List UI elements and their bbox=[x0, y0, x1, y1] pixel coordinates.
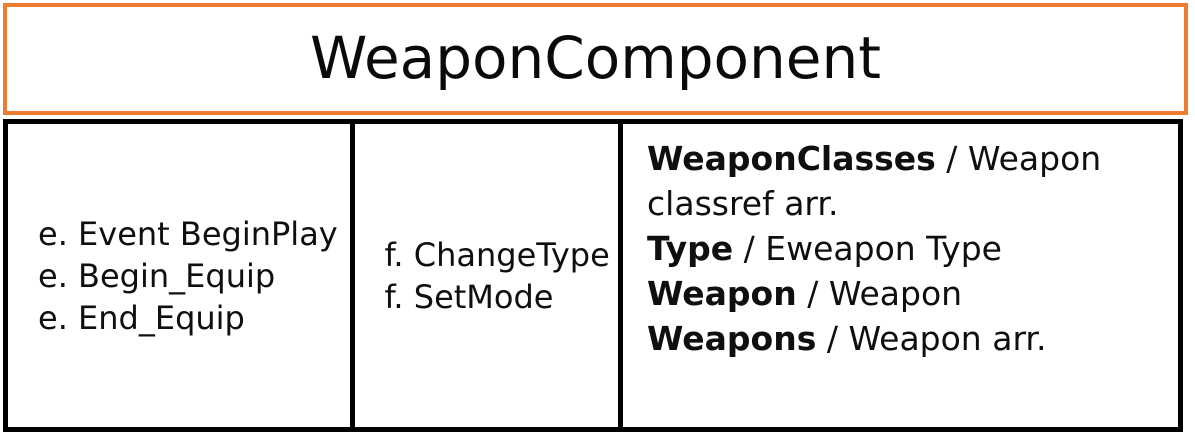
variable-name: Weapon bbox=[647, 274, 797, 313]
variable-type: Eweapon Type bbox=[765, 229, 1002, 268]
events-column: e. Event BeginPlay e. Begin_Equip e. End… bbox=[8, 124, 356, 427]
variable-item: Weapons / Weapon arr. bbox=[647, 316, 1170, 361]
variable-type: Weapon classref arr. bbox=[647, 139, 1102, 223]
functions-column: f. ChangeType f. SetMode bbox=[355, 124, 624, 427]
variable-name: Weapons bbox=[647, 319, 817, 358]
variable-separator: / bbox=[816, 319, 849, 358]
variable-separator: / bbox=[796, 274, 829, 313]
function-item: f. SetMode bbox=[384, 277, 554, 316]
variable-item: Weapon / Weapon bbox=[647, 271, 1170, 316]
event-item: e. Event BeginPlay bbox=[38, 214, 338, 253]
variable-item: WeaponClasses / Weapon classref arr. bbox=[647, 136, 1170, 226]
event-item: e. Begin_Equip bbox=[38, 256, 276, 295]
variable-type: Weapon arr. bbox=[848, 319, 1047, 358]
event-item: e. End_Equip bbox=[38, 298, 245, 337]
function-item: f. ChangeType bbox=[384, 235, 610, 274]
variable-name: WeaponClasses bbox=[647, 139, 936, 178]
class-name-title: WeaponComponent bbox=[310, 24, 881, 92]
variable-separator: / bbox=[935, 139, 968, 178]
variable-type: Weapon bbox=[828, 274, 963, 313]
class-body-table: e. Event BeginPlay e. Begin_Equip e. End… bbox=[3, 119, 1183, 432]
variable-name: Type bbox=[647, 229, 734, 268]
variable-item: Type / Eweapon Type bbox=[647, 226, 1170, 271]
variables-column: WeaponClasses / Weapon classref arr. Typ… bbox=[623, 124, 1178, 427]
class-header-box: WeaponComponent bbox=[3, 3, 1188, 115]
variable-separator: / bbox=[733, 229, 766, 268]
